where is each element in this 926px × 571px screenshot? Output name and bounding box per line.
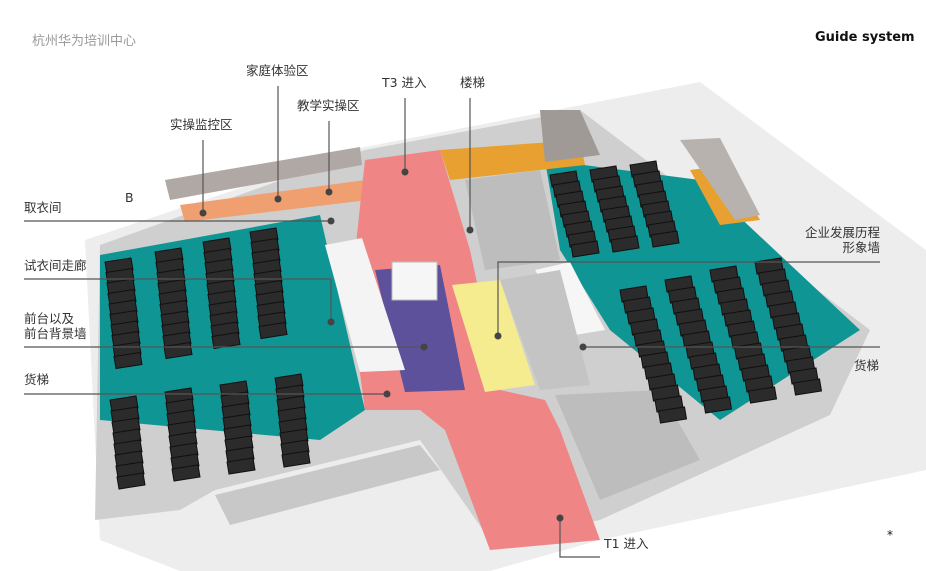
server-rack: [650, 230, 680, 248]
leader-dots: [199, 168, 587, 522]
label-history-line2: 形象墙: [842, 240, 880, 255]
leader-fitting: [24, 278, 332, 322]
label-history-line1: 企业发展历程: [804, 225, 880, 240]
label-b-marker: B: [125, 190, 134, 205]
reception-desk: [391, 261, 438, 301]
leader-t1: [559, 518, 600, 558]
wall-stair-core: [465, 170, 560, 270]
label-freight-left: 货梯: [24, 372, 50, 387]
server-rack: [258, 321, 288, 340]
server-rack: [702, 396, 733, 414]
white-block-left: [325, 238, 405, 372]
label-monitor-zone: 实操监控区: [170, 117, 233, 132]
server-rack: [171, 464, 201, 482]
label-reception: 前台以及 前台背景墙: [24, 311, 87, 341]
label-reception-line1: 前台以及: [24, 311, 75, 326]
wall-right-back: [540, 110, 600, 162]
label-stairs: 楼梯: [460, 75, 486, 90]
brand-title: Guide system: [815, 30, 915, 45]
label-reception-line2: 前台背景墙: [24, 326, 87, 341]
orange-strip-back: [180, 180, 368, 222]
footer-mark: *: [887, 528, 893, 542]
server-rack: [226, 457, 256, 475]
wall-right-room: [680, 138, 760, 220]
label-family-zone: 家庭体验区: [246, 63, 309, 78]
server-rack: [211, 331, 241, 350]
label-teaching-zone: 教学实操区: [297, 98, 360, 113]
wall-back-left: [165, 147, 362, 200]
server-rack: [570, 240, 600, 258]
leader-lines: [24, 86, 880, 558]
server-rack: [657, 406, 688, 424]
label-fitting-corridor: 试衣间走廊: [24, 258, 87, 273]
leader-history: [497, 261, 880, 336]
label-freight-right: 货梯: [854, 358, 880, 373]
wall-mid-core: [500, 270, 590, 390]
server-rack: [113, 351, 143, 370]
server-rack: [281, 450, 311, 468]
server-rack: [792, 378, 823, 396]
wall-bottom-left: [215, 445, 440, 525]
server-racks: [104, 160, 823, 490]
label-t3-entry: T3 进入: [382, 75, 427, 90]
server-rack: [747, 386, 778, 404]
server-rack: [610, 235, 640, 253]
label-history-wall: 企业发展历程 形象墙: [800, 225, 880, 255]
label-cloakroom: 取衣间: [24, 200, 62, 215]
yellow-area: [452, 280, 535, 392]
label-t1-entry: T1 进入: [604, 536, 649, 551]
server-rack: [116, 472, 146, 490]
project-subtitle: 杭州华为培训中心: [32, 34, 137, 49]
